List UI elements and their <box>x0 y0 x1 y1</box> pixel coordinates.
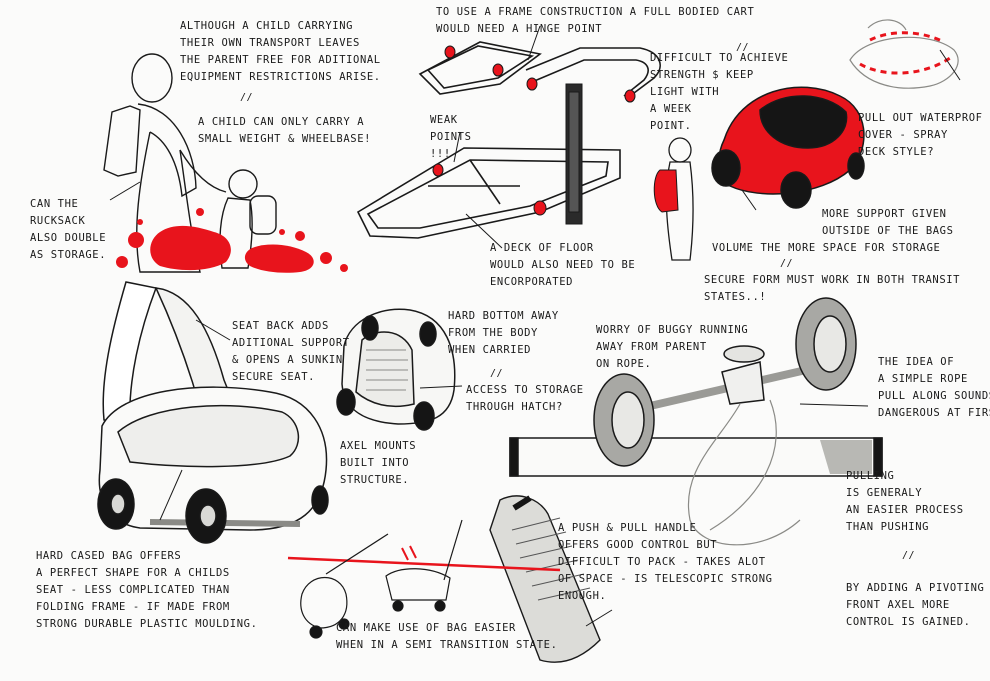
note-support-bags: MORE SUPPORT GIVEN OUTSIDE OF THE BAGS <box>822 208 954 237</box>
red-splatter <box>116 208 348 273</box>
hard-case-cart <box>97 281 329 544</box>
child-figure <box>219 169 277 269</box>
note-buggy-running: WORRY OF BUGGY RUNNING AWAY FROM PARENT … <box>596 324 749 370</box>
divider-mark: // <box>240 92 254 103</box>
note-weak-points: WEAK POINTS !!! <box>430 114 472 160</box>
note-volume-storage: VOLUME THE MORE SPACE FOR STORAGE <box>712 242 941 254</box>
note-storage-hatch: ACCESS TO STORAGE THROUGH HATCH? <box>466 384 584 413</box>
note-seat-back: SEAT BACK ADDS ADITIONAL SUPPORT & OPENS… <box>232 320 350 383</box>
note-secure-transit: SECURE FORM MUST WORK IN BOTH TRANSIT ST… <box>704 274 961 303</box>
note-bag-easier: CAN MAKE USE OF BAG EASIER WHEN IN A SEM… <box>336 622 558 651</box>
note-axel-mounts: AXEL MOUNTS BUILT INTO STRUCTURE. <box>340 440 417 486</box>
parent-figure <box>103 53 227 273</box>
note-waterproof-cover: PULL OUT WATERPROF COVER - SPRAY DECK ST… <box>858 112 983 158</box>
note-child-weight: A CHILD CAN ONLY CARRY A SMALL WEIGHT & … <box>198 116 372 145</box>
frame-joints <box>432 45 636 216</box>
note-pivoting-axel: BY ADDING A PIVOTING FRONT AXEL MORE CON… <box>846 582 985 628</box>
note-rucksack-transport: ALTHOUGH A CHILD CARRYING THEIR OWN TRAN… <box>180 20 381 83</box>
note-hard-cased-bag: HARD CASED BAG OFFERS A PERFECT SHAPE FO… <box>36 550 258 630</box>
transition-line <box>287 545 561 572</box>
note-push-pull-handle: A PUSH & PULL HANDLE OFFERS GOOD CONTROL… <box>558 522 773 602</box>
divider-mark: // <box>736 42 750 53</box>
waterproof-cover-sketch <box>849 19 959 89</box>
note-rope-pull: THE IDEA OF A SIMPLE ROPE PULL ALONG SOU… <box>878 356 990 419</box>
rope-pull-axle <box>509 297 883 546</box>
note-strength: DIFFICULT TO ACHIEVE STRENGTH $ KEEP LIG… <box>650 52 789 132</box>
note-rucksack-storage: CAN THE RUCKSACK ALSO DOUBLE AS STORAGE. <box>30 198 107 261</box>
figure-red-pack <box>653 169 679 213</box>
frame-cart <box>356 41 661 239</box>
leader-lines <box>109 25 961 627</box>
note-pulling-easier: PULLING IS GENERALY AN EASIER PROCESS TH… <box>846 470 964 533</box>
telescopic-handle <box>489 495 601 663</box>
red-cart <box>711 86 865 209</box>
note-deck-floor: A DECK OF FLOOR WOULD ALSO NEED TO BE EN… <box>490 242 636 288</box>
small-transition-carts <box>300 519 463 639</box>
backpack-cart <box>336 308 456 431</box>
divider-mark: // <box>490 368 504 379</box>
note-frame-construction: TO USE A FRAME CONSTRUCTION A FULL BODIE… <box>436 6 755 35</box>
note-hard-bottom: HARD BOTTOM AWAY FROM THE BODY WHEN CARR… <box>448 310 559 356</box>
divider-mark: // <box>780 258 794 269</box>
telescopic-pole <box>565 83 583 225</box>
divider-mark: // <box>902 550 916 561</box>
